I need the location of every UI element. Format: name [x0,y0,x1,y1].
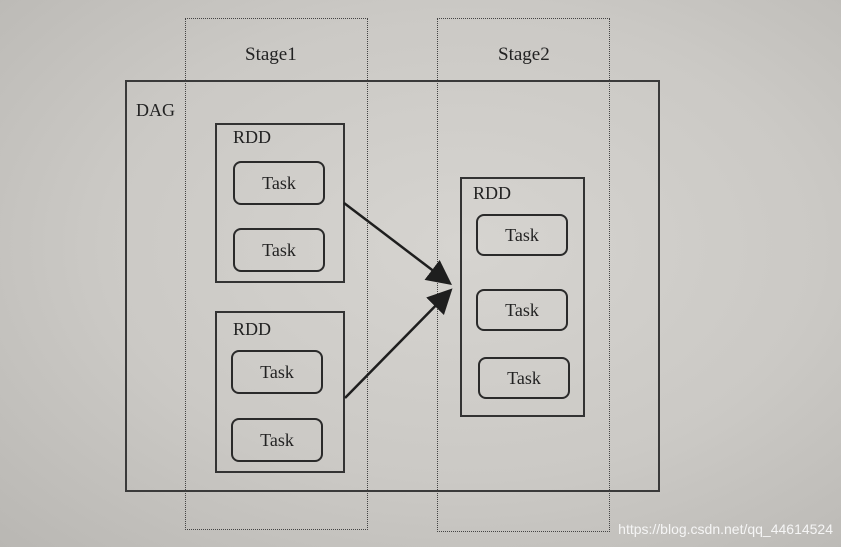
stage2-label: Stage2 [498,44,550,65]
stage1-label: Stage1 [245,44,297,65]
task-node: Task [233,161,325,205]
stage1-boundary [185,18,368,530]
rdd-box-2 [215,311,345,473]
watermark-text: https://blog.csdn.net/qq_44614524 [618,521,833,537]
rdd-label-1: RDD [233,127,272,147]
task-node: Task [231,418,323,462]
rdd-label-2: RDD [233,319,272,339]
rdd-box-3 [460,177,585,417]
task-node: Task [233,228,325,272]
dag-label: DAG [136,100,175,120]
arrow-rdd1-to-rdd3 [343,202,452,286]
task-node: Task [478,357,570,399]
rdd-label-3: RDD [473,183,512,203]
task-node: Task [476,289,568,331]
dag-box [125,80,660,492]
arrow-rdd2-to-rdd3 [344,288,453,399]
task-node: Task [476,214,568,256]
task-node: Task [231,350,323,394]
